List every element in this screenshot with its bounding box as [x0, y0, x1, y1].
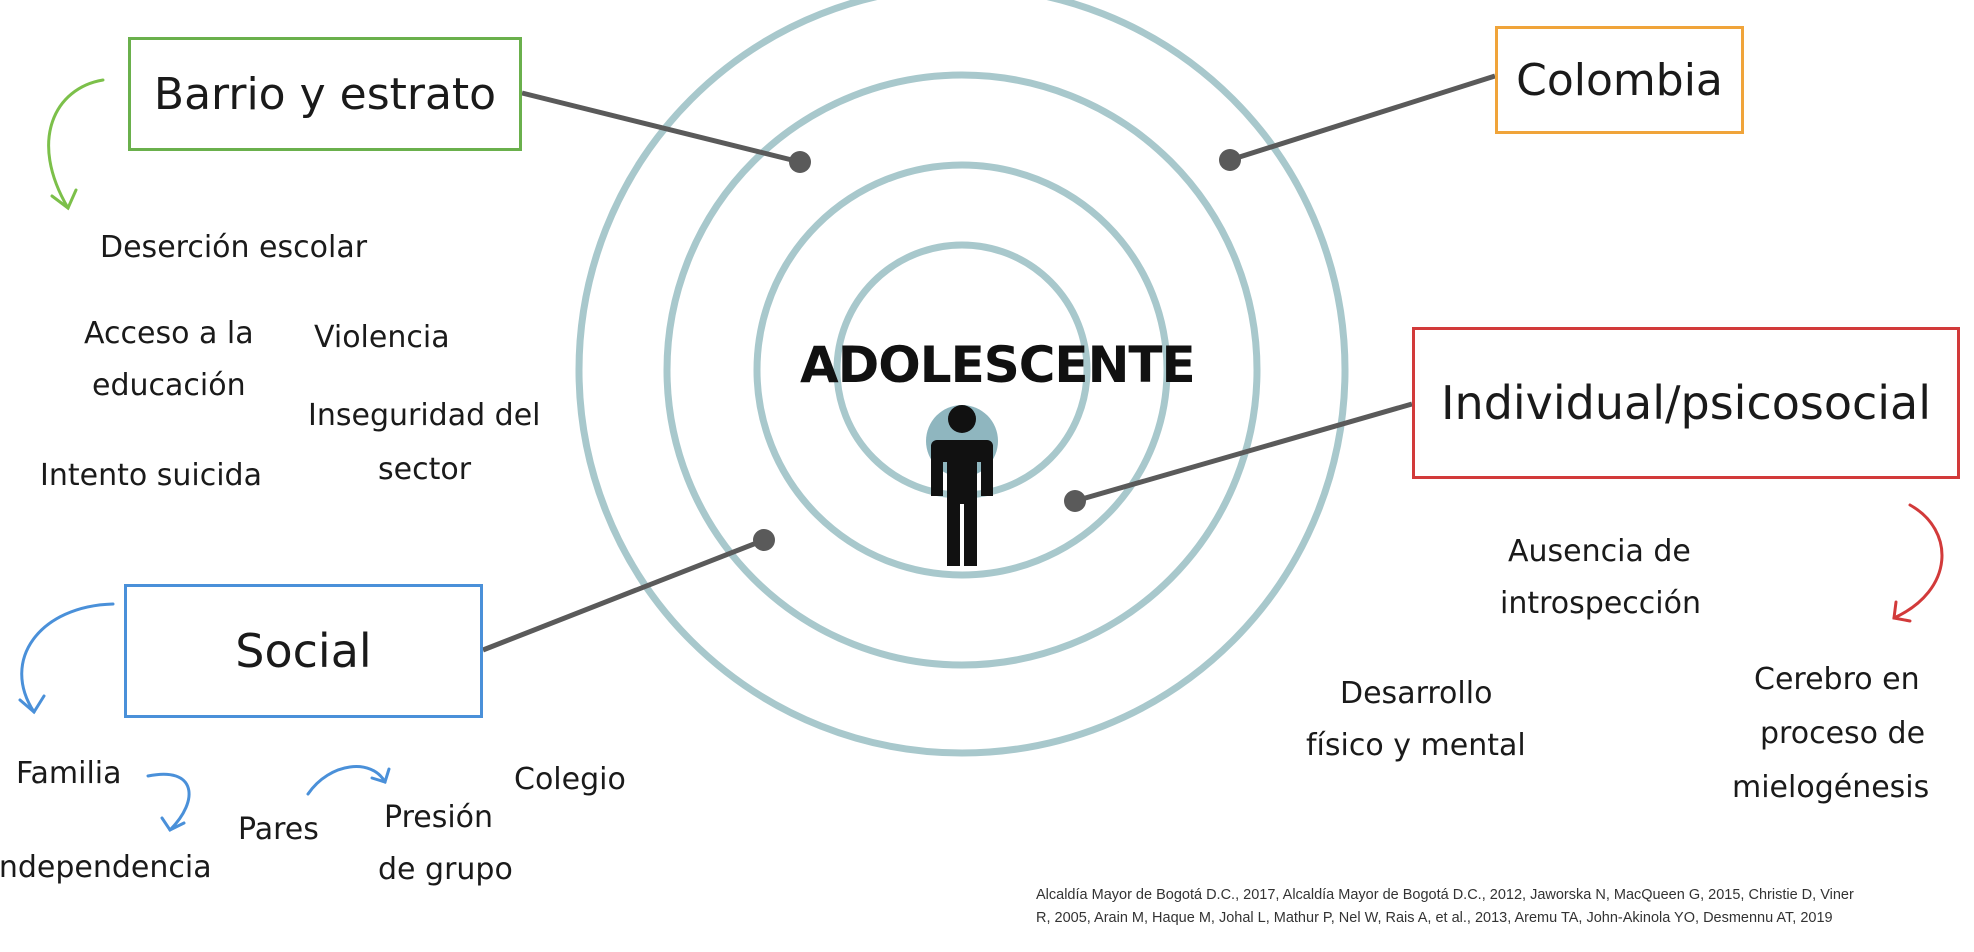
item-ausencia-line2: introspección [1500, 586, 1701, 621]
item-desarrollo-line1: Desarrollo [1340, 676, 1493, 711]
ring-second [753, 161, 1171, 579]
curved-arrow-familia [146, 772, 191, 832]
ring-outer [575, 0, 1349, 757]
box-colombia-label: Colombia [1516, 54, 1723, 106]
item-intento-suicida: Intento suicida [40, 458, 262, 493]
item-pares: Pares [238, 812, 319, 847]
item-colegio: Colegio [514, 762, 626, 797]
box-colombia: Colombia [1495, 26, 1744, 134]
box-barrio-y-estrato: Barrio y estrato [128, 37, 522, 151]
curved-arrow-pares [306, 765, 391, 796]
curved-arrow-barrio [47, 78, 105, 211]
connector-barrio [521, 90, 801, 165]
box-individual-psicosocial: Individual/psicosocial [1412, 327, 1960, 479]
box-social: Social [124, 584, 483, 718]
box-social-label: Social [235, 624, 372, 678]
center-title: ADOLESCENTE [800, 336, 1196, 394]
connector-colombia-dot [1219, 149, 1241, 171]
connector-social-dot [753, 529, 775, 551]
item-violencia: Violencia [314, 320, 450, 355]
citation-line2: R, 2005, Arain M, Haque M, Johal L, Math… [1036, 910, 1833, 926]
connector-individual [1074, 401, 1413, 504]
box-barrio-label: Barrio y estrato [153, 68, 497, 120]
curved-arrow-social [18, 602, 115, 715]
item-inseguridad-line2: sector [378, 452, 472, 487]
item-presion-line2: de grupo [378, 852, 513, 887]
connector-barrio-dot [789, 151, 811, 173]
item-cerebro-line2: proceso de [1760, 716, 1926, 751]
item-acceso-line2: educación [92, 368, 246, 403]
item-presion-line1: Presión [384, 800, 494, 835]
person-icon [926, 405, 998, 566]
item-familia: Familia [16, 756, 122, 791]
ring-third [663, 71, 1261, 669]
item-desercion-escolar: Deserción escolar [100, 230, 368, 265]
item-acceso-line1: Acceso a la [84, 316, 254, 351]
item-ausencia-line1: Ausencia de [1508, 534, 1691, 569]
curved-arrow-individual [1892, 503, 1944, 623]
item-inseguridad-line1: Inseguridad del [308, 398, 541, 433]
item-cerebro-line3: mielogénesis [1732, 770, 1930, 805]
connector-social [482, 537, 765, 653]
item-desarrollo-line2: físico y mental [1306, 728, 1526, 763]
connector-colombia [1230, 76, 1235, 160]
box-individual-label: Individual/psicosocial [1440, 376, 1932, 430]
item-independencia: Independencia [0, 850, 212, 885]
item-cerebro-line1: Cerebro en [1754, 662, 1920, 697]
connector-colombia-line [1229, 73, 1496, 163]
citation-line1: Alcaldía Mayor de Bogotá D.C., 2017, Alc… [1036, 887, 1854, 903]
citation: Alcaldía Mayor de Bogotá D.C., 2017, Alc… [1036, 884, 1966, 930]
connector-individual-dot [1064, 490, 1086, 512]
